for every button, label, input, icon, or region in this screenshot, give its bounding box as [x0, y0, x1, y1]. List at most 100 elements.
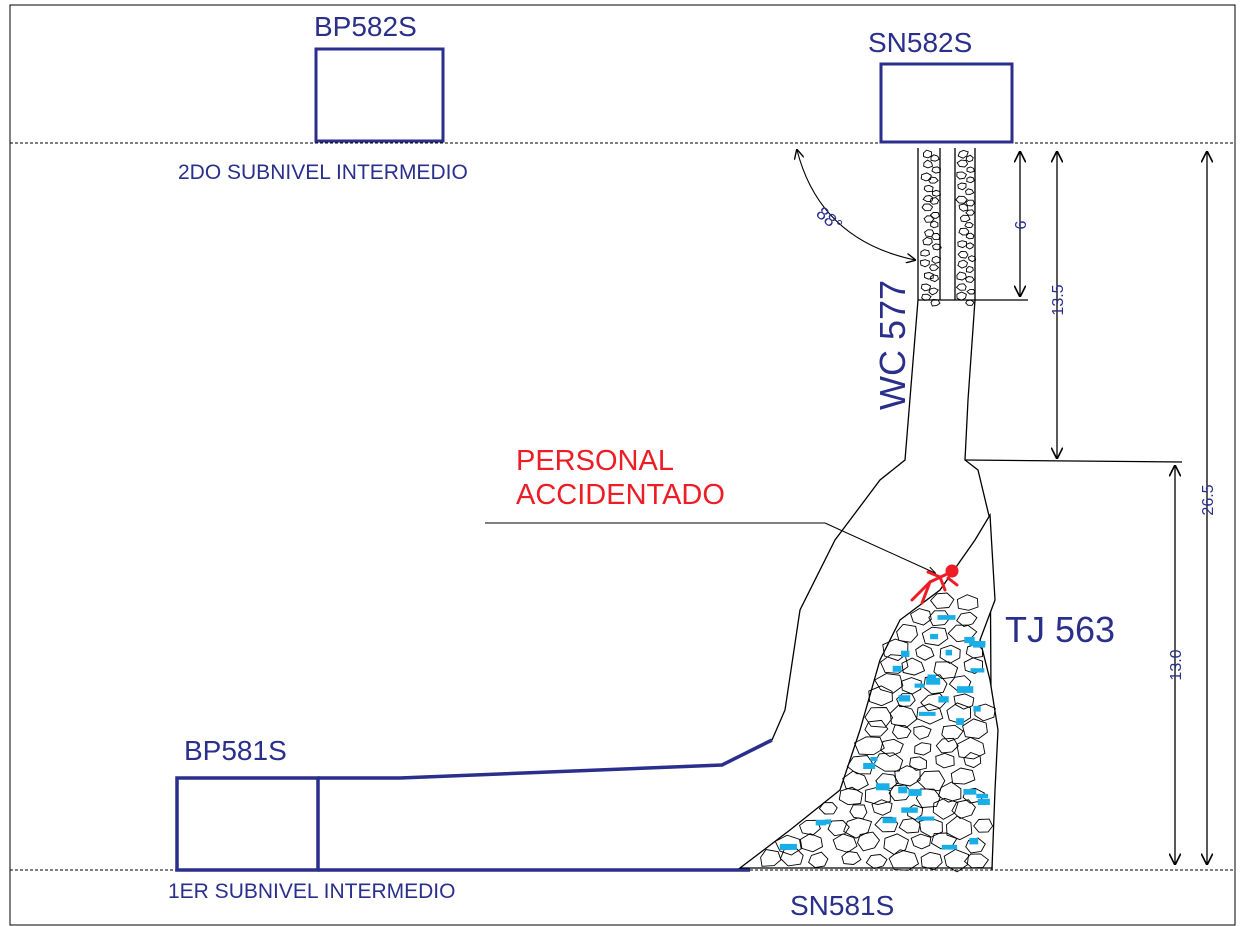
- tj563-muck-pile: [738, 512, 999, 873]
- sn582s-box: [879, 62, 1014, 144]
- rock-fragment: [896, 693, 916, 708]
- rock-fragment: [959, 214, 971, 223]
- rock-fragment: [920, 172, 932, 182]
- rock-fragment: [838, 786, 863, 806]
- rock-fragment: [864, 719, 889, 737]
- rock-fragment: [891, 724, 912, 740]
- rock-fragment: [965, 299, 975, 306]
- bp581s-structure: [175, 738, 773, 872]
- injured-person-icon: [910, 564, 959, 605]
- ore-mark: [963, 789, 977, 795]
- rock-fragment: [921, 626, 949, 646]
- rock-fragment: [933, 661, 959, 680]
- rock-fragment: [973, 818, 994, 833]
- rock-fragment: [923, 159, 934, 169]
- rock-fragment: [913, 725, 932, 740]
- rock-fragment: [827, 820, 850, 837]
- rock-fragment: [889, 704, 918, 729]
- rock-fragment: [963, 853, 990, 869]
- rock-fragment: [946, 815, 973, 841]
- ore-mark: [976, 793, 988, 798]
- dim-6-label: 6: [1013, 220, 1030, 229]
- rock-fragment: [909, 756, 927, 771]
- rock-fragment: [956, 736, 986, 760]
- ore-mark: [914, 683, 925, 688]
- sn581s-label: SN581S: [790, 890, 894, 921]
- ore-mark: [970, 668, 985, 673]
- rock-fragment: [919, 259, 930, 268]
- rock-fragment: [808, 851, 829, 869]
- ore-mark: [956, 718, 965, 725]
- rock-fragment: [956, 171, 967, 180]
- ore-mark: [898, 786, 908, 794]
- ore-mark: [901, 807, 918, 813]
- rock-fragment: [964, 276, 975, 283]
- rock-fragment: [760, 849, 782, 867]
- accident-label-line1: PERSONAL: [516, 445, 674, 477]
- rock-fragment: [930, 154, 940, 162]
- frame-border: [9, 4, 1236, 926]
- ore-mark: [938, 696, 949, 703]
- rock-fragment: [958, 203, 969, 212]
- rock-fragment: [846, 755, 874, 775]
- rock-fragment: [956, 291, 967, 301]
- rock-fragment: [955, 195, 968, 204]
- rock-fragment: [871, 799, 893, 816]
- bp582s-box: [314, 47, 445, 143]
- rock-fragment: [907, 804, 924, 821]
- rock-fragment: [957, 149, 969, 159]
- rock-fragment: [898, 818, 921, 834]
- rock-fragment: [930, 220, 939, 229]
- rock-fragment: [832, 833, 858, 853]
- ore-mark: [779, 843, 797, 850]
- rock-fragment: [932, 797, 959, 820]
- ore-mark: [973, 706, 981, 712]
- rock-fragment: [964, 188, 975, 195]
- rock-fragment: [924, 229, 935, 238]
- rock-fragment: [931, 255, 942, 264]
- rock-fragment: [849, 804, 868, 820]
- rock-fragment: [915, 644, 935, 661]
- raise-rock-fill: [919, 149, 977, 307]
- rock-fragment: [818, 802, 838, 815]
- rock-fragment: [957, 182, 967, 191]
- accident-leader: [485, 522, 935, 573]
- upper-level-label: 2DO SUBNIVEL INTERMEDIO: [178, 161, 468, 184]
- rock-fragment: [930, 298, 941, 307]
- rock-fragment: [965, 232, 975, 240]
- rock-fragment: [931, 232, 941, 241]
- tj563-label: TJ 563: [1005, 609, 1115, 650]
- rock-fragment: [963, 657, 984, 674]
- rock-fragment: [935, 737, 959, 754]
- ore-mark: [892, 665, 902, 672]
- rock-fragment: [962, 718, 988, 739]
- rock-fragment: [894, 765, 921, 787]
- rock-fragment: [774, 834, 802, 856]
- rock-fragment: [951, 799, 976, 820]
- bp582s-label: BP582S: [314, 11, 417, 42]
- angle-label: 88°: [812, 203, 846, 236]
- rock-fragment: [923, 674, 948, 695]
- rock-fragment: [929, 197, 940, 205]
- dimension-lines: [1020, 152, 1207, 864]
- rock-fragment: [928, 287, 939, 296]
- dim-26-5-label: 26.5: [1200, 484, 1217, 515]
- rock-fragment: [929, 211, 940, 219]
- ore-mark: [917, 816, 935, 821]
- rock-fragment: [874, 816, 899, 833]
- rock-fragment: [843, 817, 873, 839]
- rock-fragment: [935, 752, 955, 769]
- ore-mark: [863, 763, 876, 769]
- ore-mark: [937, 615, 956, 620]
- ore-mark: [945, 649, 952, 656]
- ore-mark: [898, 695, 911, 702]
- rock-fragment: [922, 236, 933, 246]
- rock-fragment: [875, 773, 899, 789]
- rock-fragment: [965, 266, 974, 273]
- ore-mark: [930, 633, 939, 640]
- ore-mark: [956, 686, 974, 693]
- rock-fragment: [920, 249, 931, 257]
- rock-fragment: [963, 751, 982, 769]
